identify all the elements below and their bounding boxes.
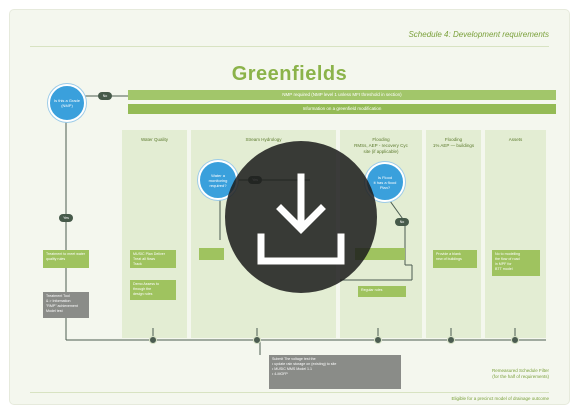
band-top: NMP required (NMP level 1 unless MFI thr… <box>128 90 556 100</box>
column-label: Assets <box>508 137 523 142</box>
band-second: Information on a greenfield modification <box>128 104 556 114</box>
footer-line-2: (for the half of requirements) <box>492 374 549 379</box>
column-assets: Assets <box>485 130 546 338</box>
footer-bottom: Eligible for a precinct model of drainag… <box>451 396 549 401</box>
water-quality-box-1: MUSIC Plan Deliver Treat all flows Track <box>130 250 176 268</box>
page-heading: Schedule 4: Development requirements <box>408 30 549 39</box>
download-button[interactable] <box>225 141 377 293</box>
assets-box: No to modelling the flow of road in MPF … <box>492 250 540 276</box>
water-quality-box-2: Demo Assess to through the design rules <box>130 280 176 300</box>
column-label: Flooding 1% AEP — buildings <box>432 137 475 148</box>
connector-node <box>149 336 157 344</box>
pill-no: No <box>98 92 112 100</box>
header-divider <box>30 46 549 47</box>
download-icon <box>257 173 345 265</box>
document-page: Schedule 4: Development requirements Gre… <box>10 10 569 404</box>
connector-node <box>374 336 382 344</box>
pill-yes: Yes <box>59 214 73 222</box>
column-label: Flooding RMSs, AEP - recovery Cyc site (… <box>354 137 408 154</box>
connector-node <box>253 336 261 344</box>
bottom-summary-box: Submit The voltage test the • update rai… <box>269 355 401 389</box>
grade-question-circle: Is this a Grade (NMP) <box>48 84 86 122</box>
footer-note: Remeasured Schedule Filter (for the half… <box>492 368 549 380</box>
document-title: Greenfields <box>231 63 348 85</box>
connector-node <box>511 336 519 344</box>
footer-divider <box>30 392 549 393</box>
stream-box <box>199 248 224 260</box>
regular-rules-box: Regular rules <box>358 286 406 297</box>
flood-pill-no: No <box>395 218 409 226</box>
column-water-quality: Water Quality <box>122 130 187 338</box>
connector-node <box>447 336 455 344</box>
left-grey-box: Treatment Tool & > Information "RMP" ach… <box>43 292 89 318</box>
column-flooding-buildings: Flooding 1% AEP — buildings <box>426 130 481 338</box>
column-label: Stream Hydrology <box>245 137 282 142</box>
column-label: Water Quality <box>140 137 169 142</box>
left-treatment-box: Treatment to meet water quality rules <box>43 250 89 268</box>
buildings-box: Provide a blank new of buildings <box>433 250 477 268</box>
footer-line-1: Remeasured Schedule Filter <box>491 368 549 373</box>
